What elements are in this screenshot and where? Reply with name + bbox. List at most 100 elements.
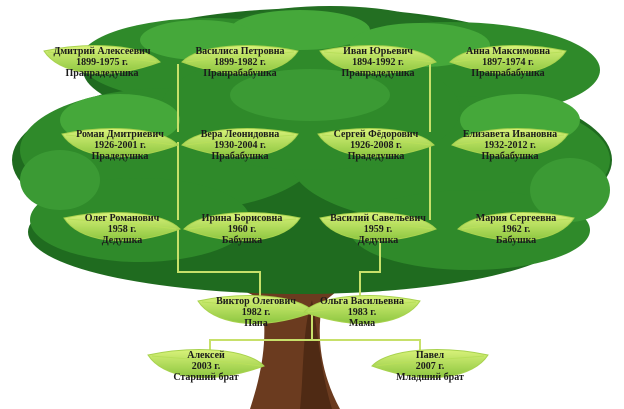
- person-years: 1958 г.: [107, 223, 137, 235]
- tree-foliage: [12, 6, 612, 294]
- person-name: Анна Максимовна: [466, 45, 550, 57]
- person-years: 2007 г.: [415, 360, 445, 372]
- tree-trunk-shade: [300, 300, 332, 409]
- leaf-shape: [181, 45, 299, 74]
- leaf-shape: [183, 212, 301, 241]
- person-role: Прабабушка: [211, 150, 269, 162]
- person-role: Прадедушка: [91, 150, 149, 162]
- leaf-shape: [43, 45, 161, 74]
- person-name: Роман Дмитриевич: [76, 128, 164, 140]
- leaf-shape: [371, 349, 489, 378]
- person-role: Прабабушка: [481, 150, 539, 162]
- leaf-shape: [147, 349, 265, 378]
- person-name: Василий Савельевич: [330, 212, 426, 224]
- person-years: 1932-2012 г.: [484, 139, 536, 151]
- person-years: 1982 г.: [241, 306, 271, 318]
- leaf-shape: [197, 295, 315, 324]
- person-name: Сергей Фёдорович: [333, 128, 419, 140]
- person-role: Мама: [348, 317, 376, 329]
- person-name: Вера Леонидовна: [200, 128, 280, 140]
- person-name: Ольга Васильевна: [319, 295, 405, 307]
- person-years: 1962 г.: [501, 223, 531, 235]
- leaf-shape: [181, 128, 299, 157]
- person-role: Дедушка: [101, 234, 143, 246]
- person-role: Прапрадедушка: [341, 67, 415, 79]
- person-role: Старший брат: [173, 371, 239, 383]
- person-role: Прадедушка: [347, 150, 405, 162]
- person-role: Бабушка: [495, 234, 537, 246]
- leaf-shape: [449, 45, 567, 74]
- person-years: 1930-2004 г.: [214, 139, 266, 151]
- person-name: Алексей: [187, 349, 225, 361]
- person-name: Василиса Петровна: [195, 45, 285, 57]
- person-role: Младший брат: [396, 371, 464, 383]
- person-name: Дмитрий Алексеевич: [53, 45, 151, 57]
- person-role: Бабушка: [221, 234, 263, 246]
- person-name: Елизавета Ивановна: [462, 128, 558, 140]
- person-name: Павел: [415, 349, 445, 361]
- leaf-shape: [61, 128, 179, 157]
- connector-lines: [177, 64, 431, 352]
- leaf-shape: [319, 45, 437, 74]
- leaf-shape: [457, 212, 575, 241]
- person-years: 1960 г.: [227, 223, 257, 235]
- person-years: 1983 г.: [347, 306, 377, 318]
- person-role: Папа: [244, 317, 268, 329]
- person-years: 1899-1982 г.: [214, 56, 266, 68]
- person-years: 1959 г.: [363, 223, 393, 235]
- person-years: 1926-2008 г.: [350, 139, 402, 151]
- person-years: 1894-1992 г.: [352, 56, 404, 68]
- person-years: 1926-2001 г.: [94, 139, 146, 151]
- person-role: Прапрадедушка: [65, 67, 139, 79]
- person-years: 1899-1975 г.: [76, 56, 128, 68]
- leaf-shape: [63, 212, 181, 241]
- person-name: Иван Юрьевич: [343, 45, 413, 57]
- person-name: Ирина Борисовна: [201, 212, 283, 224]
- person-role: Дедушка: [357, 234, 399, 246]
- person-role: Прапрабабушка: [203, 67, 277, 79]
- leaf-shape: [303, 295, 421, 324]
- person-name: Олег Романович: [84, 212, 160, 224]
- person-name: Мария Сергеевна: [475, 212, 557, 224]
- leaf-shape: [319, 212, 437, 241]
- person-role: Прапрабабушка: [471, 67, 545, 79]
- leaf-shape: [451, 128, 569, 157]
- person-name: Виктор Олегович: [216, 295, 296, 307]
- person-years: 1897-1974 г.: [482, 56, 534, 68]
- person-years: 2003 г.: [191, 360, 221, 372]
- leaf-shape: [317, 128, 435, 157]
